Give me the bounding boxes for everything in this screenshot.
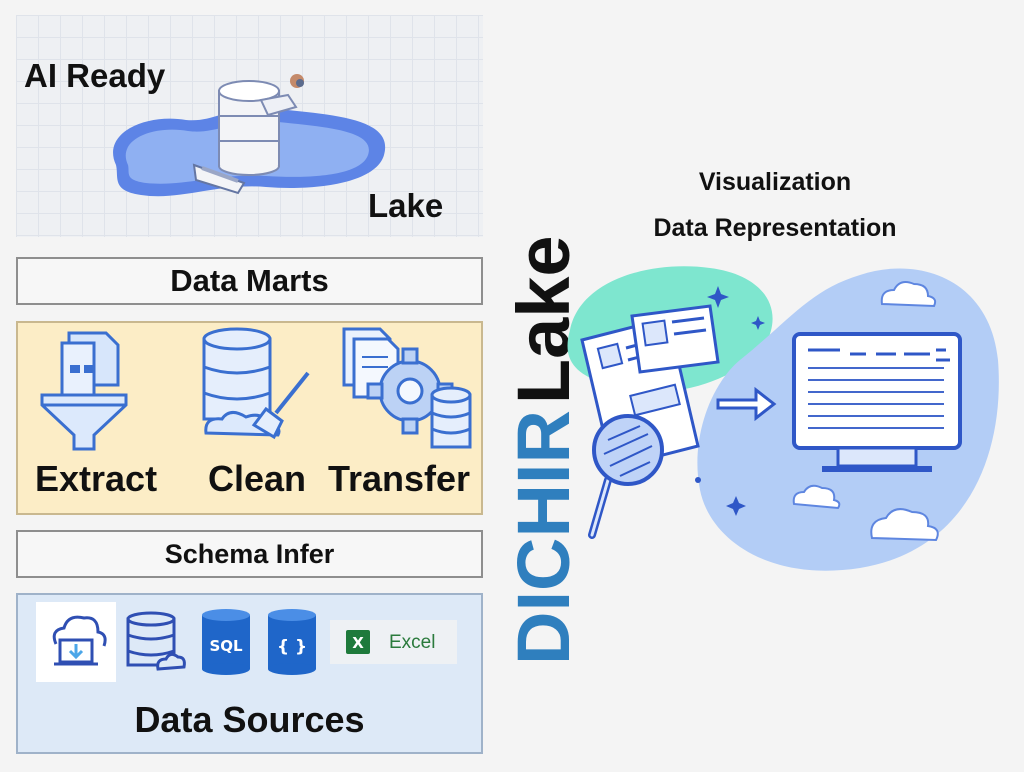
etl-panel: Extract Clean Transfer [16,321,483,515]
excel-icon: X [346,630,370,654]
json-database-icon: { } [268,609,316,675]
visualization-title: Visualization [698,168,852,196]
data-marts-box: Data Marts [16,257,483,305]
extract-funnel-icon [40,331,128,451]
data-sources-title: Data Sources [134,699,365,740]
lake-label: Lake [368,187,444,224]
brand-lake: Lake [502,235,574,404]
arrow-right-icon [716,386,777,422]
ai-ready-title: AI Ready [24,57,166,94]
dock-icon [259,93,298,117]
monitor-table-icon [792,332,962,472]
ai-ready-panel: AI Ready Lake [16,15,483,237]
person-icon [290,74,304,88]
json-label: { } [277,637,307,657]
clean-database-brush-icon [202,327,310,440]
lake-illustration [113,74,386,197]
cloud-icons [792,281,939,542]
brand-text: DICHIRLake [502,235,574,665]
excel-label: Excel [389,632,436,653]
clean-label: Clean [208,458,307,499]
extract-label: Extract [35,458,158,499]
sparkle-icons [695,286,765,516]
boat-icon [192,163,246,195]
cloud-upload-icon [52,615,107,666]
data-representation-title: Data Representation [653,214,897,242]
brand-dichir: DICHIR [502,410,574,665]
sql-database-icon: SQL [202,609,250,675]
database-cloud-icon [126,611,186,671]
excel-letter: X [352,634,364,652]
schema-infer-box: Schema Infer [16,530,483,578]
magnifier-icon [588,414,664,539]
database-cylinder [218,80,280,176]
data-sources-panel: SQL { } X Excel Data Sources [16,593,483,754]
cloud-upload-tile [36,602,116,682]
transfer-gear-icon [342,327,472,449]
dichir-lake-logo: DICHIRLake [502,235,574,665]
visualization-illustration [567,266,999,571]
sql-label: SQL [209,637,243,655]
excel-tile: X [330,620,457,664]
transfer-label: Transfer [328,458,471,499]
